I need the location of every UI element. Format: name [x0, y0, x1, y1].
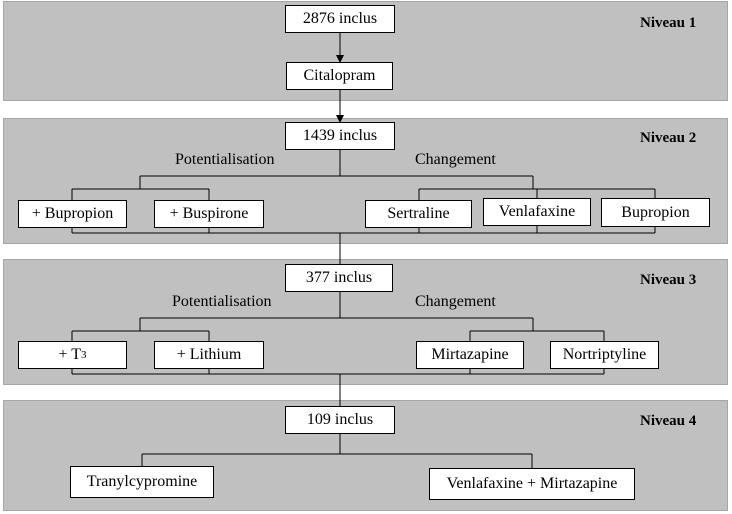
treatment-venlafaxine-plus-mirtazapine: Venlafaxine + Mirtazapine — [429, 468, 635, 500]
level-4-title: Niveau 4 — [640, 413, 697, 429]
treatment-venlafaxine: Venlafaxine — [483, 198, 591, 226]
level-3-augmentation-label: Potentialisation — [172, 293, 272, 310]
level-2-switch-label: Changement — [415, 151, 496, 168]
treatment-sertraline: Sertraline — [365, 200, 472, 228]
level-4-included-box: 109 inclus — [285, 406, 395, 434]
treatment-plus-lithium: + Lithium — [154, 341, 264, 369]
treatment-tranylcypromine: Tranylcypromine — [70, 466, 214, 498]
level-2-augmentation-label: Potentialisation — [175, 151, 275, 168]
treatment-plus-t3-text: + T — [58, 346, 81, 363]
level-2-title: Niveau 2 — [640, 130, 697, 146]
treatment-bupropion: Bupropion — [601, 198, 710, 227]
level-1-included-box: 2876 inclus — [285, 5, 395, 33]
treatment-nortriptyline: Nortriptyline — [550, 341, 659, 369]
level-1-title: Niveau 1 — [640, 15, 697, 31]
level-3-included-box: 377 inclus — [285, 264, 393, 292]
level-3-title: Niveau 3 — [640, 272, 697, 288]
treatment-mirtazapine: Mirtazapine — [416, 341, 524, 369]
level-3-switch-label: Changement — [415, 293, 496, 310]
treatment-plus-buspirone: + Buspirone — [154, 200, 264, 228]
level-2-included-box: 1439 inclus — [285, 122, 395, 150]
treatment-citalopram: Citalopram — [286, 62, 393, 90]
treatment-plus-bupropion: + Bupropion — [18, 200, 127, 228]
